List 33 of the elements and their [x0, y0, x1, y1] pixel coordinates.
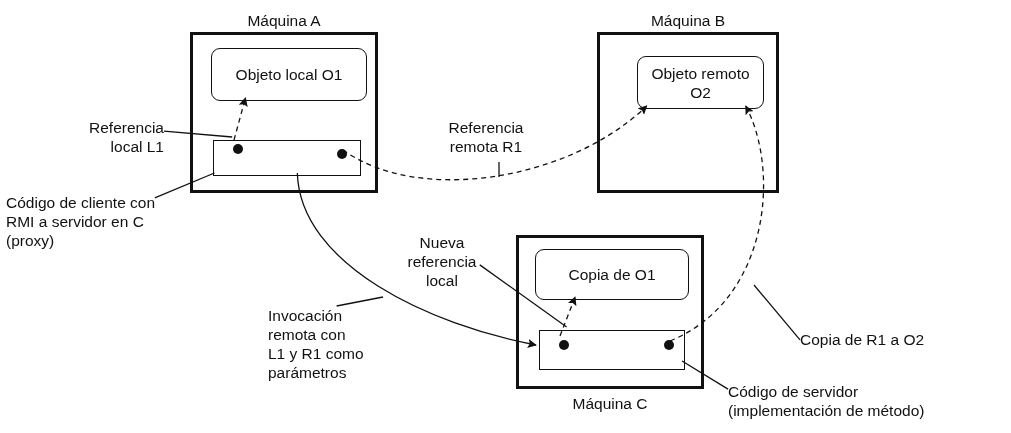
reference-dot — [559, 340, 569, 350]
leader-line — [154, 172, 216, 199]
annotation-text: Nueva referencia local — [406, 233, 478, 290]
arrow — [559, 296, 577, 337]
object-box — [535, 249, 689, 300]
machine-label: Máquina C — [571, 394, 649, 413]
machine-label: Máquina B — [649, 11, 727, 30]
annotation-text: Referencia remota R1 — [447, 118, 525, 156]
object-box — [637, 56, 764, 109]
leader-line — [681, 360, 729, 390]
annotation-text: Código de cliente con RMI a servidor en C (proxy) — [6, 193, 157, 250]
code-box — [213, 140, 361, 176]
leader-line — [479, 264, 568, 328]
leader-line — [498, 161, 500, 178]
code-box — [539, 330, 685, 370]
object-label: Objeto local O1 — [235, 65, 343, 84]
annotation-text: Código de servidor (implementación de método) — [728, 382, 926, 420]
arrow — [296, 172, 537, 348]
annotation-text: Referencia local L1 — [88, 118, 164, 156]
arrow — [233, 97, 248, 141]
object-label: Objeto remoto O2 — [650, 63, 751, 102]
machine-label: Máquina A — [246, 11, 322, 30]
leader-line — [753, 284, 801, 341]
arrow — [669, 105, 765, 342]
object-label: Copia de O1 — [568, 265, 656, 284]
annotation-text: Invocación remota con L1 y R1 como parámetros — [268, 306, 365, 382]
reference-dot — [233, 144, 243, 154]
object-box — [211, 48, 367, 101]
reference-dot — [337, 149, 347, 159]
reference-dot — [664, 340, 674, 350]
annotation-text: Copia de R1 a O2 — [800, 330, 926, 349]
leader-line — [335, 296, 384, 307]
leader-line — [163, 130, 233, 138]
